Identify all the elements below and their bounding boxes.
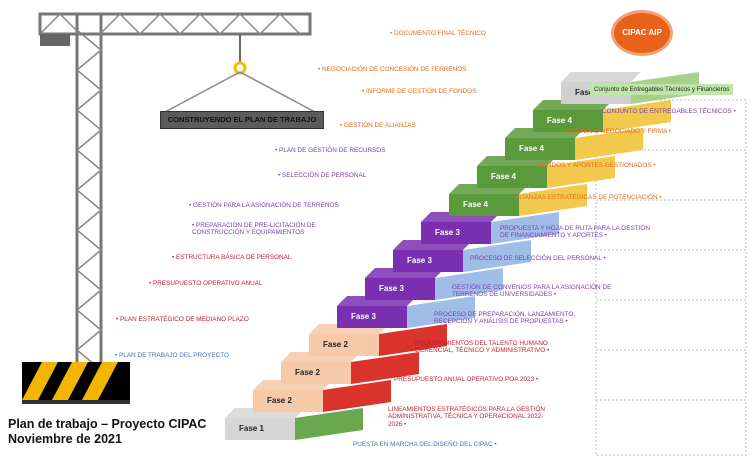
construction-sign: CONSTRUYENDO EL PLAN DE TRABAJO [160,111,324,129]
step-label: Fase 2 [323,340,348,349]
left-milestone-label: • SELECCIÓN DE PERSONAL [278,172,367,179]
step-riser [323,380,391,412]
step-riser [351,352,419,384]
right-milestone-label: CONJUNTO DE ENTREGABLES TÉCNICOS • [602,108,736,115]
right-milestone-label: CONVENIO NEGOCIADO Y FIRMA • [565,128,672,135]
step-front [421,222,491,244]
right-milestone-label: PROPUESTA Y HOJA DE RUTA PARA LA GESTIÓN… [500,225,650,240]
left-milestone-label: • PRESUPUESTO OPERATIVO ANUAL [149,280,263,287]
step-riser [491,212,559,244]
step-riser [463,240,531,272]
step-front [253,390,323,412]
step-top [561,72,641,82]
deliverables-label: Conjunto de Entregables Técnicos y Finan… [590,84,734,95]
stair-step: Fase 4 [477,156,615,188]
stair-step: Fase 1 [225,408,363,440]
step-label: Fase 1 [239,424,264,433]
right-milestone-label: PROCESO DE PREPARACIÓN, LANZAMIENTO, REC… [434,311,576,326]
left-milestone-label: • DOCUMENTO FINAL TÉCNICO [390,30,486,37]
step-riser [379,324,447,356]
right-milestone-label: PUESTA EN MARCHA DEL DISEÑO DEL CIPAC • [353,441,497,448]
right-milestone-label: FONDOS Y APORTES GESTIONADOS • [538,162,656,169]
step-riser [575,128,643,160]
stair-step: Fase 2 [309,324,447,356]
cipac-badge: CIPAC AIP [614,13,670,53]
footer-line-2: Noviembre de 2021 [8,432,122,446]
stair-step: Fase 3 [337,296,475,328]
step-front [533,110,603,132]
step-front [309,334,379,356]
step-label: Fase 4 [491,172,516,181]
step-riser [519,184,587,216]
right-milestone-label: PROCESO DE SELECCIÓN DEL PERSONAL • [470,255,606,262]
step-front [477,166,547,188]
footer-title: Plan de trabajo – Proyecto CIPAC Noviemb… [8,417,206,447]
step-riser [603,100,671,132]
staircase: Fase 1 Fase 2 Fase 2 Fase 2 Fase 3 Fase 3 Fase… [225,72,699,440]
step-label: Fase 3 [435,228,460,237]
left-milestone-label: • GESTIÓN PARA LA ASIGNACIÓN DE TERRENOS [189,202,339,209]
step-riser [295,408,363,440]
step-label: Fase 5 [575,88,600,97]
step-front [225,418,295,440]
stair-step: Fase 3 [393,240,531,272]
step-label: Fase 4 [519,144,544,153]
step-label: Fase 4 [463,200,488,209]
step-label: Fase 3 [379,284,404,293]
step-front [393,250,463,272]
step-label: Fase 3 [351,312,376,321]
stair-step: Fase 2 [281,352,419,384]
step-front [337,306,407,328]
right-milestone-label: PRESUPUESTO ANUAL OPERATIVO POA 2023 • [394,376,539,383]
step-front [365,278,435,300]
step-label: Fase 2 [267,396,292,405]
step-label: Fase 4 [547,116,572,125]
step-label: Fase 3 [407,256,432,265]
stair-step: Fase 3 [421,212,559,244]
footer-line-1: Plan de trabajo – Proyecto CIPAC [8,417,207,431]
right-milestone-label: ALIANZAS ESTRATÉGICAS DE POTENCIACIÓN • [515,194,662,201]
step-riser [407,296,475,328]
left-milestone-label: • PLAN DE TRABAJO DEL PROYECTO [115,352,229,359]
left-milestone-label: • INFORME DE GESTIÓN DE FONDOS [362,88,477,95]
crane [22,12,316,404]
stair-step: Fase 2 [253,380,391,412]
left-milestone-label: • PLAN DE GESTIÓN DE RECURSOS [275,147,386,154]
step-riser [547,156,615,188]
stair-step: Fase 4 [533,100,671,132]
left-milestone-label: • NEGOCIACIÓN DE CONCESIÓN DE TERRENOS [318,66,467,73]
left-milestone-label: • PREPARACIÓN DE PRE-LICITACIÓN DE CONST… [192,222,316,237]
stair-step: Fase 4 [449,184,587,216]
left-milestone-label: • GESTIÓN DE ALIANZAS [340,122,416,129]
left-milestone-label: • ESTRUCTURA BÁSICA DE PERSONAL [172,254,292,261]
step-front [449,194,519,216]
step-front [281,362,351,384]
right-milestone-label: LINEAMIENTOS ESTRATÉGICOS PARA LA GESTIÓ… [388,406,545,428]
right-milestone-label: GESTIÓN DE CONVENIOS PARA LA ASIGNACIÓN … [452,284,612,299]
stair-step: Fase 4 [505,128,643,160]
right-milestone-label: REQUERIMIENTOS DEL TALENTO HUMANO GERENC… [415,340,550,355]
step-front [505,138,575,160]
wireframe-boxes [595,99,747,456]
step-riser [435,268,503,300]
left-milestone-label: • PLAN ESTRATÉGICO DE MEDIANO PLAZO [116,316,249,323]
step-label: Fase 2 [295,368,320,377]
